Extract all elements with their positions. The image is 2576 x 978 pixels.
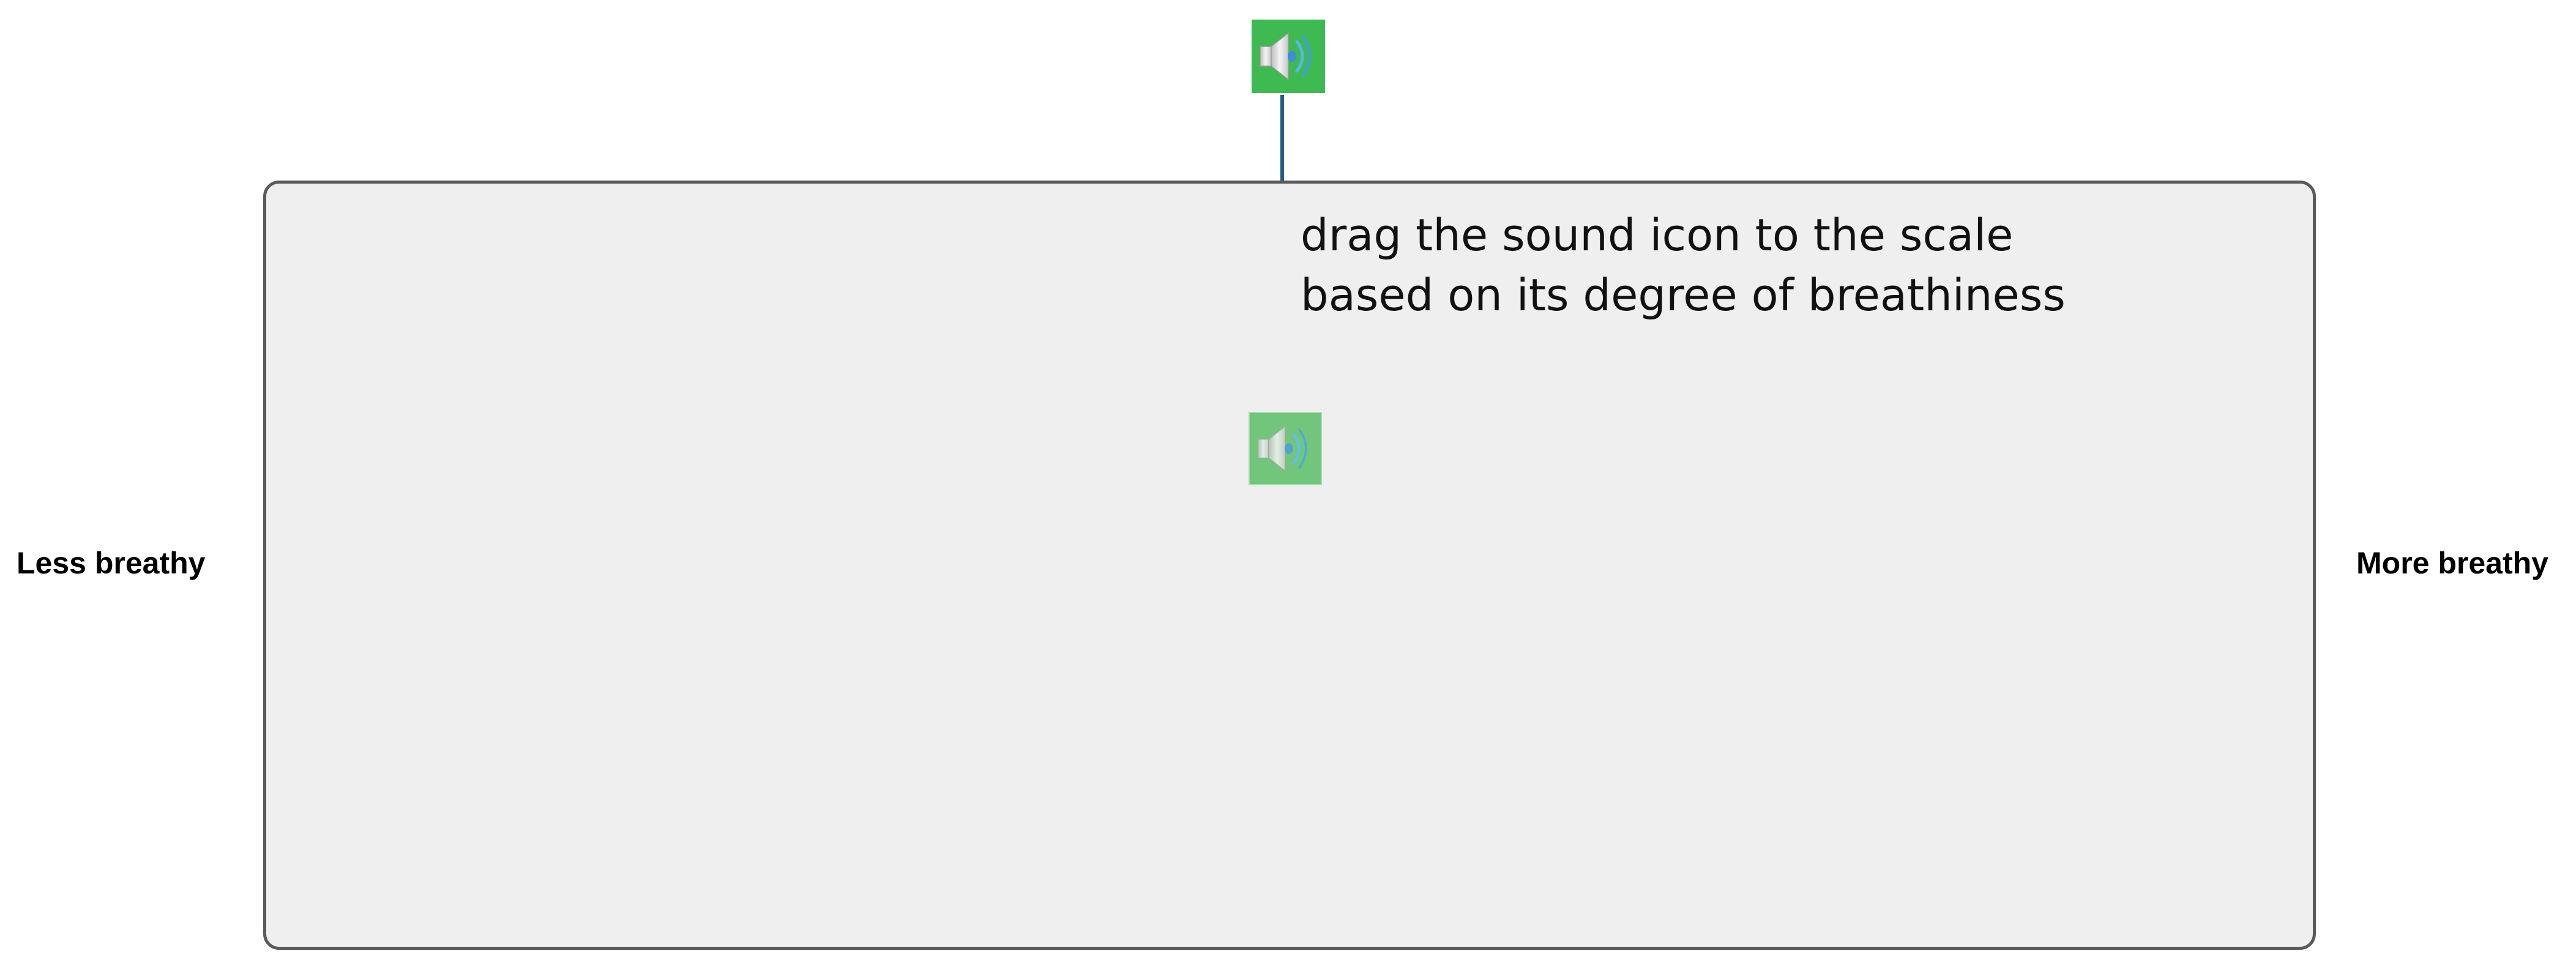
speaker-icon [1257,425,1307,472]
instruction-line-1: drag the sound icon to the scale [1301,209,2014,261]
sound-placed-tile[interactable] [1249,412,1322,485]
sound-source-tile[interactable] [1252,20,1325,93]
breathiness-scale-area[interactable] [263,181,2316,950]
scale-label-less-breathy: Less breathy [17,546,206,580]
scale-label-more-breathy: More breathy [2356,546,2548,580]
instruction-text: drag the sound icon to the scale based o… [1301,205,2066,325]
instruction-line-2: based on its degree of breathiness [1301,269,2066,321]
speaker-icon [1260,32,1311,81]
